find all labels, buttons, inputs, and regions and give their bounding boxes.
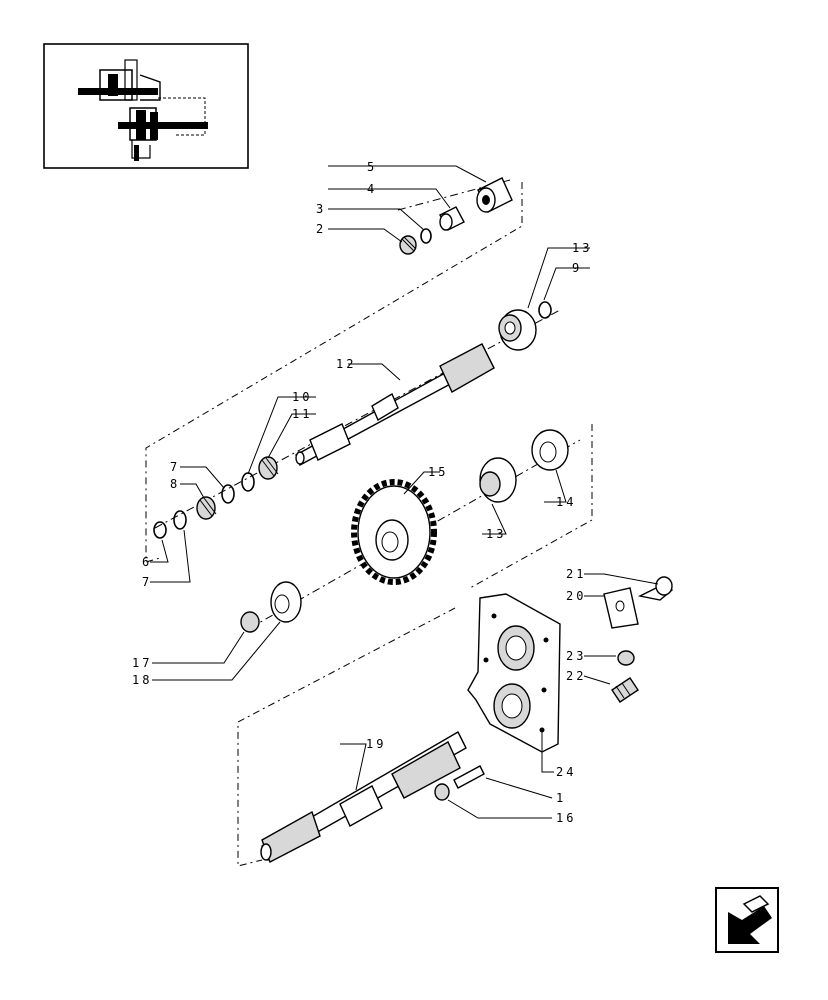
part-22-spring [611,677,639,703]
assembly-location-thumbnail[interactable] [43,43,249,169]
part-17-nut [240,611,260,633]
part-11-needle-bearing [258,456,279,480]
callout-9: 9 [572,261,582,275]
callout-11: 11 [292,407,312,421]
part-13-bearing-lower [479,457,517,503]
part-3-circlip [420,228,432,244]
callout-24: 24 [556,765,576,779]
part-2-needle-bearing [399,235,417,255]
part-9-circlip [538,301,552,319]
part-15-large-gear [351,479,437,585]
callout-12: 12 [336,357,356,371]
callout-16: 16 [556,811,576,825]
callout-10: 10 [292,390,312,404]
callout-15: 15 [428,465,448,479]
callout-18: 18 [132,673,152,687]
part-13-bearing-upper [498,309,537,351]
part-24-housing-plate [467,593,561,753]
callout-2: 2 [316,222,326,236]
part-20-lock-plate [603,587,639,629]
callout-5: 5 [367,160,377,174]
callout-19: 19 [366,737,386,751]
callout-14: 14 [556,495,576,509]
assembly-group-boundary-lower [237,424,593,867]
callout-labels: 5 4 3 2 13 9 12 10 11 7 8 15 13 14 6 7 2… [132,160,592,825]
leader-lines [150,165,659,819]
callout-7-upper: 7 [170,460,180,474]
part-8-needle-bearing [196,496,217,520]
callout-13-upper: 13 [572,241,592,255]
callout-22: 22 [566,669,586,683]
callout-17: 17 [132,656,152,670]
previous-page-arrow-icon[interactable] [715,887,779,953]
part-6-circlip [153,521,167,539]
callout-13-lower: 13 [486,527,506,541]
part-1-pin [453,765,485,789]
part-4-sleeve [439,206,465,231]
part-18-bearing [270,581,302,623]
assembly-group-boundary-upper [145,182,523,563]
callout-8: 8 [170,477,180,491]
callout-4: 4 [367,182,377,196]
part-7-washer-a [221,484,235,504]
callout-3: 3 [316,202,326,216]
callout-23: 23 [566,649,586,663]
part-14-seal [531,429,569,471]
part-16-nut [434,783,450,801]
part-10-washer [241,472,255,492]
callout-6: 6 [142,555,152,569]
callout-21: 21 [566,567,586,581]
callout-20: 20 [566,589,586,603]
part-23-plug [617,650,635,666]
callout-7-lower: 7 [142,575,152,589]
part-7-washer-b [173,510,187,530]
part-12-main-shaft [295,343,495,466]
callout-1: 1 [556,791,566,805]
part-5-gear [476,177,513,213]
part-21-bolt [637,576,673,601]
part-19-output-shaft [260,731,467,863]
